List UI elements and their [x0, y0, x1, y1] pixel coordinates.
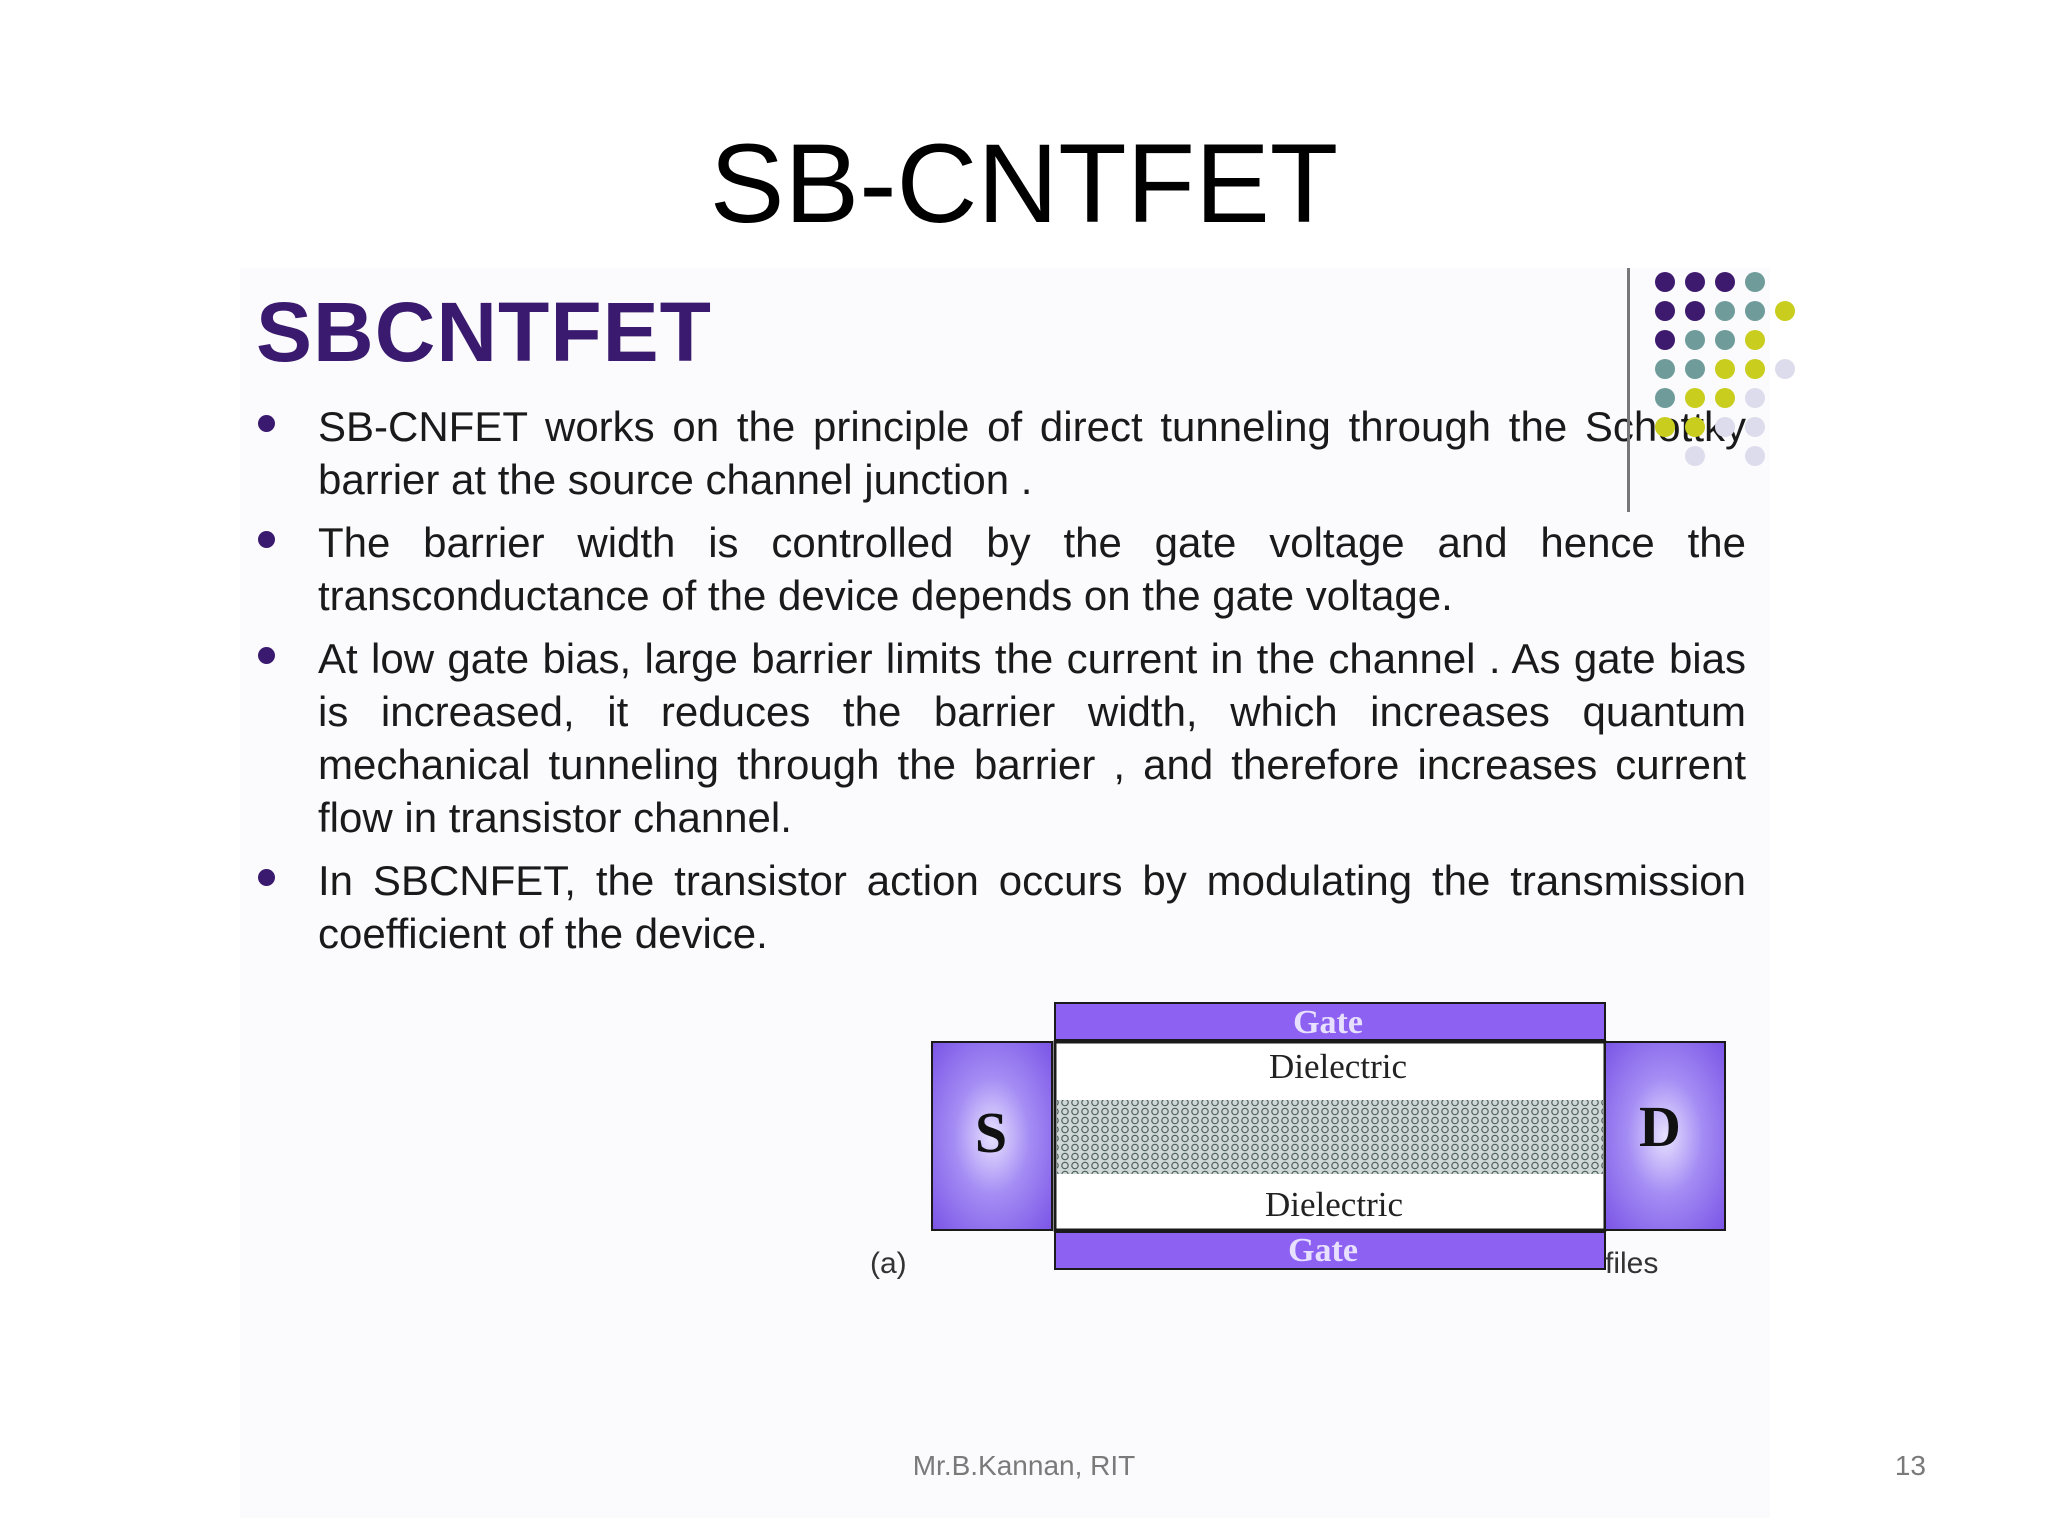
source-label: S — [975, 1100, 1007, 1165]
decorative-dot — [1685, 417, 1705, 437]
decorative-divider — [1627, 268, 1630, 512]
bullet-text: At low gate bias, large barrier limits t… — [318, 635, 1746, 841]
slide-title: SB-CNTFET — [709, 121, 1339, 246]
dielectric-bottom-label: Dielectric — [1265, 1185, 1403, 1224]
figure-caption-right: files — [1605, 1247, 1658, 1280]
bullet-dot-icon — [258, 869, 275, 886]
bullet-item: In SBCNFET, the transistor action occurs… — [256, 854, 1746, 960]
decorative-dot — [1745, 417, 1765, 437]
bullet-dot-icon — [258, 415, 275, 432]
decorative-dot — [1685, 359, 1705, 379]
decorative-dot — [1715, 417, 1735, 437]
decorative-dot — [1715, 330, 1735, 350]
decorative-dot — [1745, 388, 1765, 408]
decorative-dot — [1715, 388, 1735, 408]
decorative-dot — [1685, 446, 1705, 466]
drain-contact — [1604, 1041, 1726, 1231]
dielectric-top-label: Dielectric — [1269, 1047, 1407, 1086]
decorative-dot — [1745, 330, 1765, 350]
gate-bottom — [1054, 1231, 1606, 1270]
decorative-dot-grid — [1655, 272, 1815, 472]
bullet-item: At low gate bias, large barrier limits t… — [256, 632, 1746, 844]
gate-bottom-label: Gate — [1288, 1232, 1358, 1269]
decorative-dot — [1745, 301, 1765, 321]
decorative-dot — [1715, 301, 1735, 321]
figure-caption-left: (a) — [870, 1247, 907, 1280]
decorative-dot — [1655, 388, 1675, 408]
decorative-dot — [1655, 330, 1675, 350]
decorative-dot — [1775, 359, 1795, 379]
gate-top-label: Gate — [1293, 1004, 1363, 1041]
page-number: 13 — [1894, 1450, 1926, 1481]
bullet-text: SB-CNFET works on the principle of direc… — [318, 403, 1746, 503]
decorative-dot — [1775, 301, 1795, 321]
gate-top — [1054, 1002, 1606, 1041]
bullet-dot-icon — [258, 531, 275, 548]
decorative-dot — [1685, 301, 1705, 321]
bullet-text: In SBCNFET, the transistor action occurs… — [318, 857, 1746, 957]
footer-author: Mr.B.Kannan, RIT — [912, 1450, 1136, 1481]
decorative-dot — [1655, 359, 1675, 379]
decorative-dot — [1655, 272, 1675, 292]
embedded-heading: SBCNTFET — [256, 285, 712, 379]
decorative-dot — [1745, 359, 1765, 379]
decorative-dot — [1685, 272, 1705, 292]
decorative-dot — [1745, 272, 1765, 292]
nanotube-channel — [1057, 1100, 1603, 1174]
decorative-dot — [1685, 388, 1705, 408]
decorative-dot — [1745, 446, 1765, 466]
decorative-dot — [1715, 359, 1735, 379]
bullet-text: The barrier width is controlled by the g… — [318, 519, 1746, 619]
bullet-item: The barrier width is controlled by the g… — [256, 516, 1746, 622]
decorative-dot — [1655, 417, 1675, 437]
decorative-dot — [1685, 330, 1705, 350]
bullet-list: SB-CNFET works on the principle of direc… — [256, 400, 1746, 970]
decorative-dot — [1715, 272, 1735, 292]
sbcntfet-figure: Gate Dielectric Dielectric Gate S D (a) … — [870, 1002, 1726, 1280]
bullet-dot-icon — [258, 647, 275, 664]
bullet-item: SB-CNFET works on the principle of direc… — [256, 400, 1746, 506]
drain-label: D — [1639, 1094, 1681, 1159]
source-contact — [931, 1041, 1053, 1231]
decorative-dot — [1655, 301, 1675, 321]
embedded-image-panel — [240, 268, 1770, 1518]
